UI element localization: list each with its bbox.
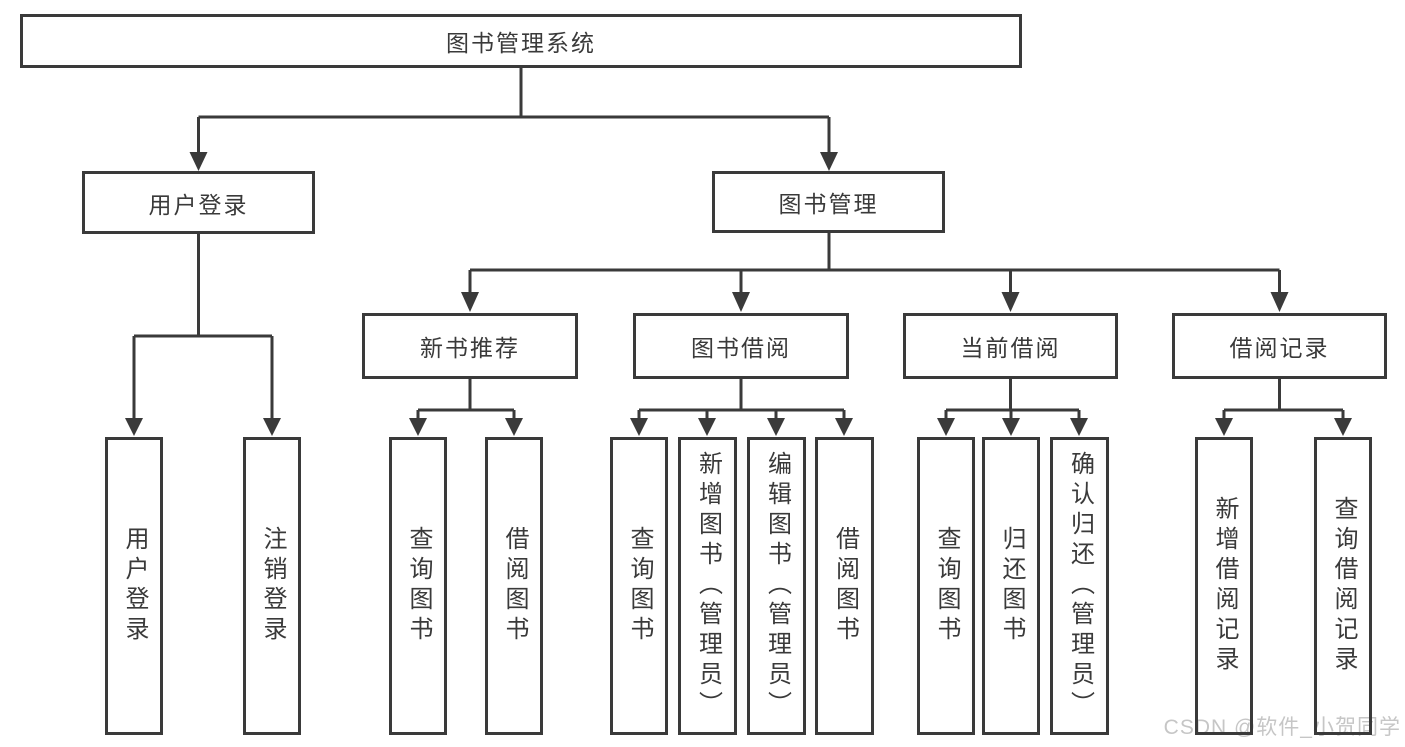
leaf-borrow-add-admin-label: 新增图书（管理员） <box>694 451 722 721</box>
node-book-borrow: 图书借阅 <box>633 313 849 379</box>
node-root-label: 图书管理系统 <box>446 30 596 56</box>
leaf-logout-label: 注销登录 <box>259 526 286 646</box>
node-current-borrow-label: 当前借阅 <box>960 335 1061 361</box>
leaf-records-query: 查询借阅记录 <box>1314 437 1372 735</box>
node-book-management: 图书管理 <box>712 171 945 233</box>
leaf-user-login-label: 用户登录 <box>121 526 148 646</box>
leaf-current-return: 归还图书 <box>982 437 1040 735</box>
node-current-borrow: 当前借阅 <box>903 313 1118 379</box>
leaf-newbook-query: 查询图书 <box>389 437 447 735</box>
leaf-current-confirm-admin: 确认归还（管理员） <box>1050 437 1109 735</box>
leaf-current-return-label: 归还图书 <box>998 526 1025 646</box>
leaf-borrow-edit-admin: 编辑图书（管理员） <box>747 437 806 735</box>
leaf-records-add-label: 新增借阅记录 <box>1211 496 1238 676</box>
node-user-login: 用户登录 <box>82 171 315 234</box>
node-borrow-records-label: 借阅记录 <box>1229 335 1330 361</box>
node-book-borrow-label: 图书借阅 <box>691 335 791 361</box>
leaf-borrow-borrow-label: 借阅图书 <box>831 526 859 646</box>
leaf-records-add: 新增借阅记录 <box>1195 437 1253 735</box>
node-new-book-recommend: 新书推荐 <box>362 313 578 379</box>
node-root: 图书管理系统 <box>20 14 1022 68</box>
node-book-management-label: 图书管理 <box>778 191 879 217</box>
leaf-borrow-borrow: 借阅图书 <box>815 437 874 735</box>
leaf-borrow-add-admin: 新增图书（管理员） <box>678 437 737 735</box>
leaf-logout: 注销登录 <box>243 437 301 735</box>
leaf-current-query-label: 查询图书 <box>933 526 960 646</box>
node-user-login-label: 用户登录 <box>148 191 249 218</box>
node-new-book-recommend-label: 新书推荐 <box>420 335 520 361</box>
leaf-newbook-query-label: 查询图书 <box>405 526 432 646</box>
csdn-watermark: CSDN @软件_小贺同学 <box>1163 716 1401 739</box>
node-borrow-records: 借阅记录 <box>1172 313 1387 379</box>
leaf-user-login: 用户登录 <box>105 437 163 735</box>
leaf-current-confirm-admin-label: 确认归还（管理员） <box>1066 451 1094 721</box>
leaf-newbook-borrow: 借阅图书 <box>485 437 543 735</box>
leaf-borrow-query: 查询图书 <box>610 437 668 735</box>
leaf-newbook-borrow-label: 借阅图书 <box>501 526 528 646</box>
leaf-records-query-label: 查询借阅记录 <box>1330 496 1357 676</box>
leaf-borrow-query-label: 查询图书 <box>626 526 653 646</box>
leaf-borrow-edit-admin-label: 编辑图书（管理员） <box>763 451 791 721</box>
leaf-current-query: 查询图书 <box>917 437 975 735</box>
